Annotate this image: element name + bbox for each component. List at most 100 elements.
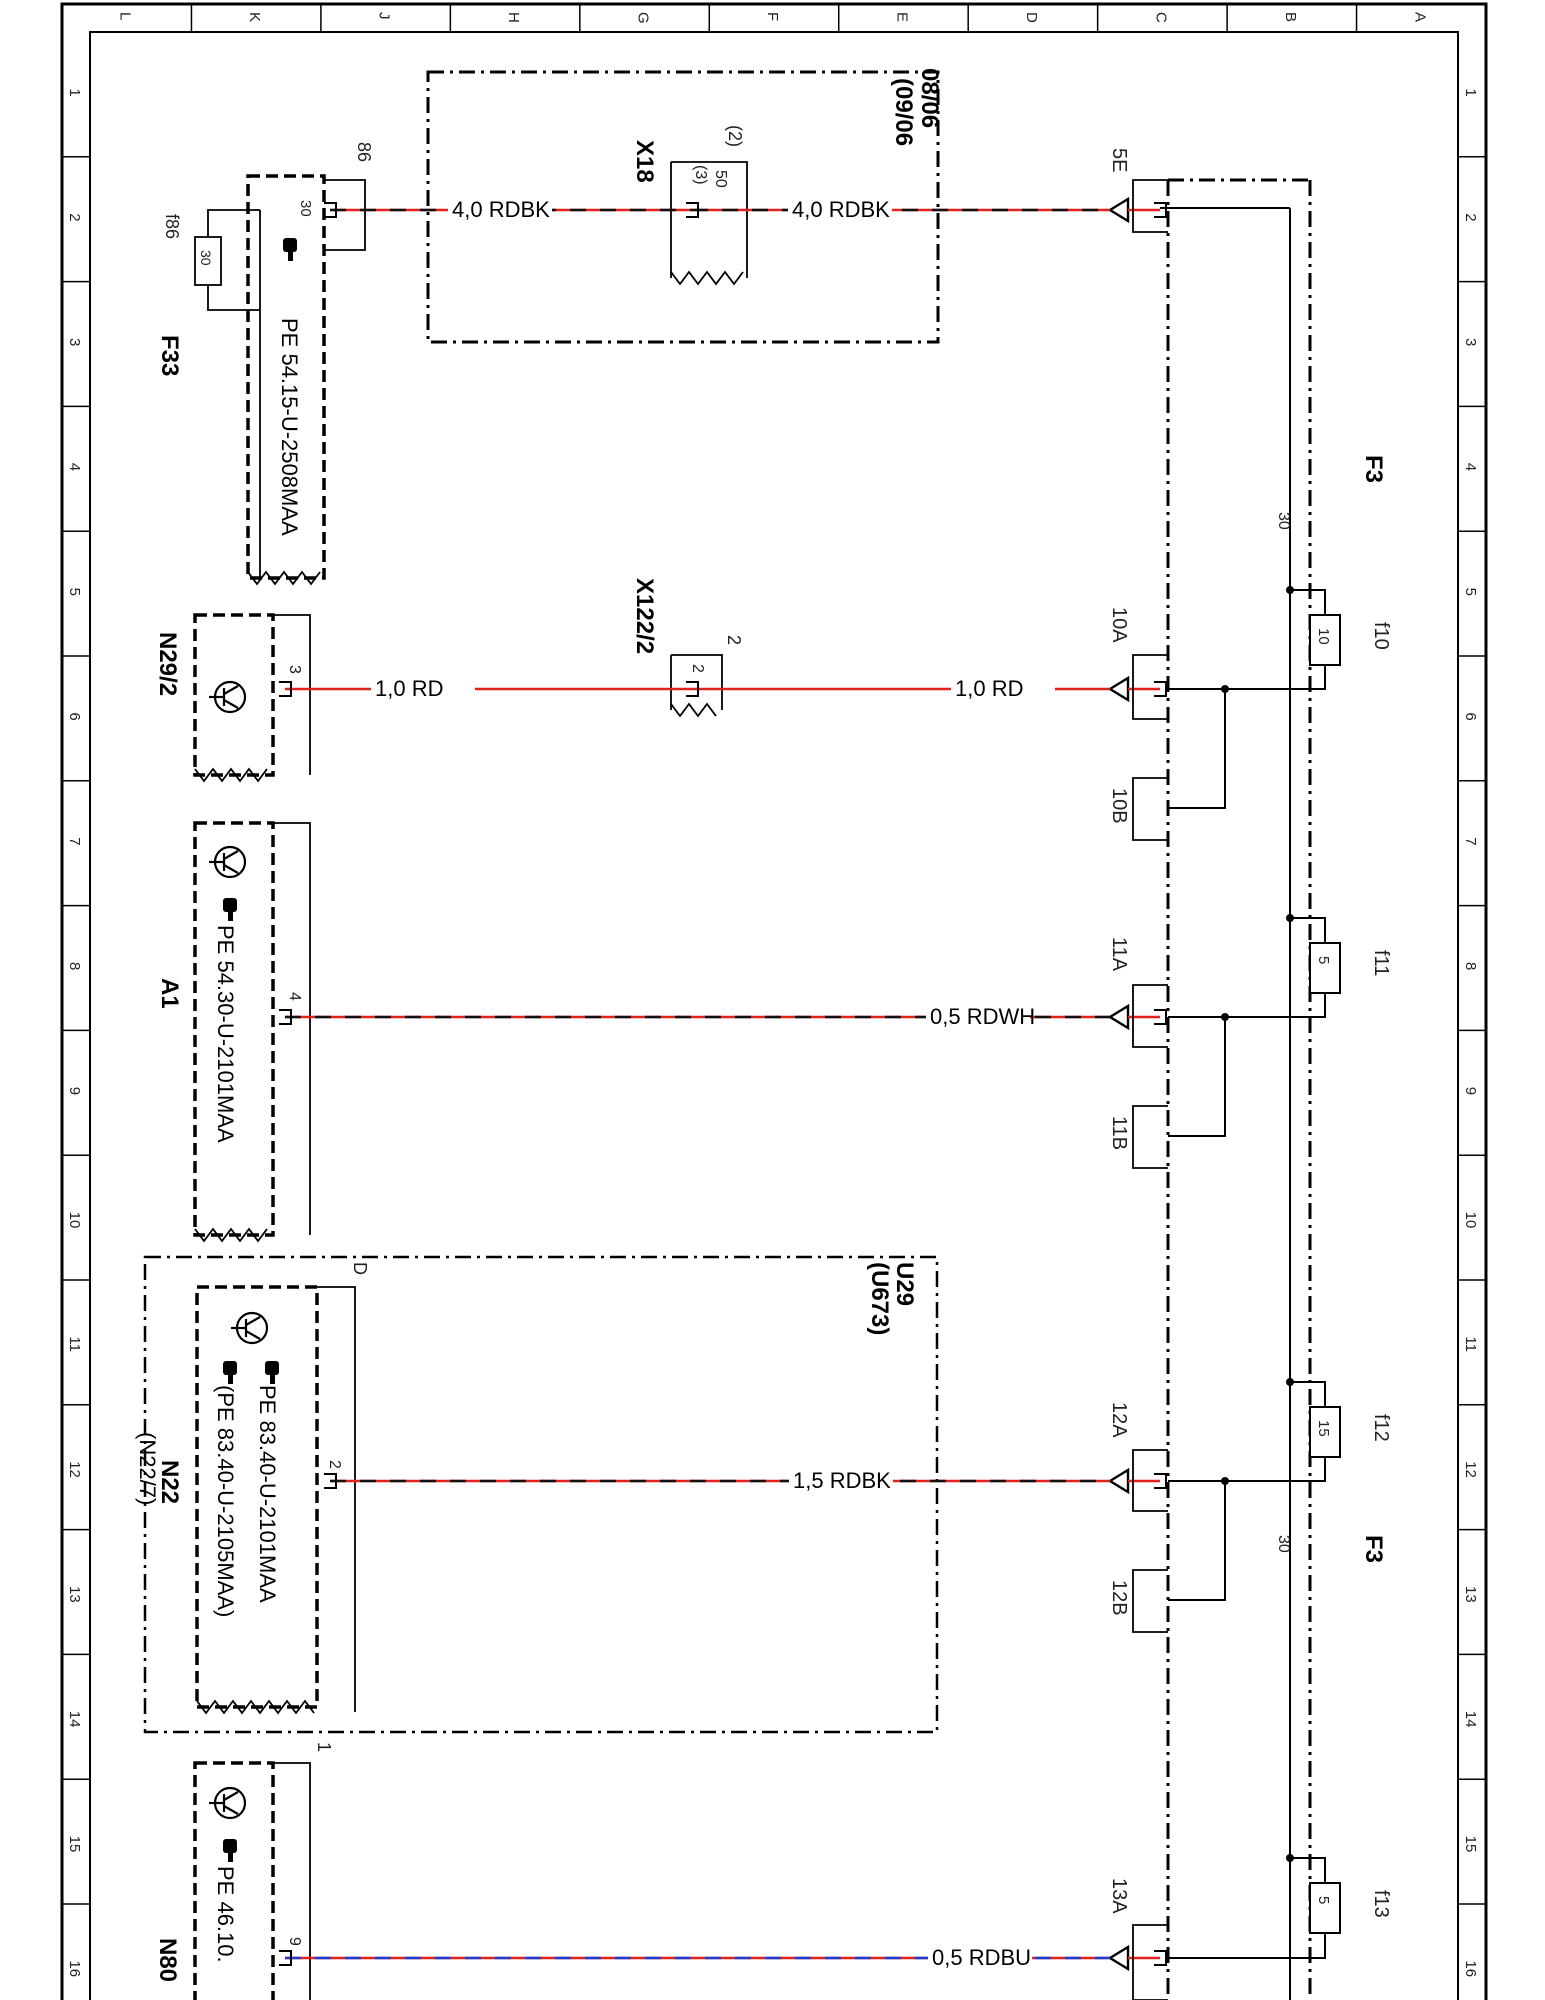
u29-enclosure [143,1255,939,1734]
fuse-f10-lead-bottom [1168,665,1326,690]
pin-terminal [1154,202,1167,218]
a1-housing [193,821,275,1237]
n29-module-icon [209,680,247,714]
grid-column-letter: A [1411,12,1428,22]
connector-13a-label: 13A [1108,1878,1130,1914]
n80-pin: 9 [286,1937,303,1946]
f33-pin-in: 30 [297,200,314,217]
fuse-f11-label: f11 [1370,950,1392,976]
connector-12-bridge [1168,1481,1226,1601]
f3-ref-lower: F3 [1360,1535,1387,1563]
n80-housing [193,1761,275,2000]
grid-row-number-left: 10 [66,1212,83,1229]
connector-5e-arrow [1107,196,1130,224]
pointing-hand-icon [223,898,237,921]
f33-pe-ref: PE 54.15-U-2508MAA [277,318,302,536]
n22-ref-alt: (N22/7) [135,1432,160,1505]
fuse-f12-body [1309,1406,1341,1458]
grid-row-number-left: 13 [66,1586,83,1603]
grid-row-number-left: 12 [66,1461,83,1478]
wire-label-x18-f3: 4,0 RDBK [792,197,890,222]
pointing-hand-icon [265,1361,279,1384]
grid-row-number-right: 4 [1462,463,1479,471]
connector-13a-housing [1132,1924,1168,2000]
grid-row-number-right: 5 [1462,588,1479,596]
wire-label-a1-f3: 0,5 RDWH [930,1004,1035,1029]
f33-fuse-lead-bottom [207,285,260,311]
grid-row-number-left: 7 [66,837,83,845]
connector-10-junction [1221,685,1229,693]
grid-column-letter: E [893,12,910,22]
fuse-f11-lead-bottom [1168,993,1326,1018]
connector-11a-label: 11A [1108,937,1130,972]
x18-date-b: (09/06 [890,78,917,146]
wire-label-n80-f3: 0,5 RDBU [932,1945,1031,1970]
f33-pin-bracket [324,179,366,251]
fuse-f10-lead-top [1290,589,1326,615]
x18-pin: 50 [712,170,729,188]
a1-module-icon [209,845,247,879]
grid-row-number-left: 8 [66,962,83,970]
fuse-f12-lead-top [1290,1381,1326,1407]
n29-ref: N29/2 [154,632,181,696]
wire-label-n80-f3-bg [928,1944,1032,1970]
connector-5e-label: 5E [1108,148,1130,172]
grid-row-number-left: 4 [66,463,83,471]
wire-label-f33-x18-bg [448,196,552,222]
x122-break-mark [670,702,717,718]
f33-break-mark [247,570,321,586]
grid-row-number-left: 11 [66,1336,83,1352]
pointing-hand-icon [283,238,297,261]
grid-column-letter: K [246,12,263,22]
n29-break-mark [194,767,268,783]
connector-10a-arrow [1107,675,1130,703]
n29-housing [193,613,275,777]
connector-13a-arrow [1107,1944,1130,1972]
n22-pin-bracket [317,1286,356,1712]
grid-column-letter: F [764,12,781,21]
grid-row-number-right: 9 [1462,1087,1479,1095]
x18-date-a: 08/06 [916,68,943,128]
f33-fuse-rating: 30 [198,250,214,266]
grid-row-number-left: 6 [66,712,83,720]
pin-terminal [279,1950,292,1966]
grid-row-number-right: 15 [1462,1836,1479,1853]
pin-terminal [1154,681,1167,697]
pointing-hand-icon [223,1839,237,1862]
connector-11b-label: 11B [1108,1116,1130,1150]
grid-row-number-right: 6 [1462,712,1479,720]
n80-module-icon [209,1786,247,1820]
connector-12-junction [1221,1477,1229,1485]
pin-terminal [686,681,699,697]
pin-layer [279,202,1167,1966]
fuse-f11-lead-top [1290,917,1326,943]
x122-connector-body [671,654,723,710]
grid-column-letter: G [635,12,652,24]
fuse-f10-label: f10 [1370,622,1392,650]
grid-row-number-right: 3 [1462,338,1479,346]
grid-column-letter: L [117,12,134,20]
grid-row-number-left: 5 [66,588,83,596]
grid-column-letter: D [1023,12,1040,23]
connector-11a-housing [1132,984,1168,1048]
x18-pin-alt: (3) [692,165,709,185]
connector-11-bridge [1168,1017,1226,1137]
x18-enclosure [426,70,940,344]
connector-10b-housing [1132,777,1168,841]
grid-column-letter: C [1152,12,1169,23]
pin-terminal [1154,1009,1167,1025]
connector-12a-arrow [1107,1467,1130,1495]
wire-label-x18-f3-bg [788,196,892,222]
grid-column-letter: H [505,12,522,23]
f33-fuse-name: f86 [162,214,182,239]
grid-row-number-left: 14 [66,1711,83,1728]
grid-row-number-left: 15 [66,1836,83,1853]
f3-bus-label-lower: 30 [1275,1535,1292,1553]
pin-terminal [324,202,337,218]
u29-pin-top: D [350,1262,370,1275]
n22-module-icon [231,1311,269,1345]
connector-12a-label: 12A [1108,1402,1130,1438]
n22-break-mark [196,1699,315,1715]
